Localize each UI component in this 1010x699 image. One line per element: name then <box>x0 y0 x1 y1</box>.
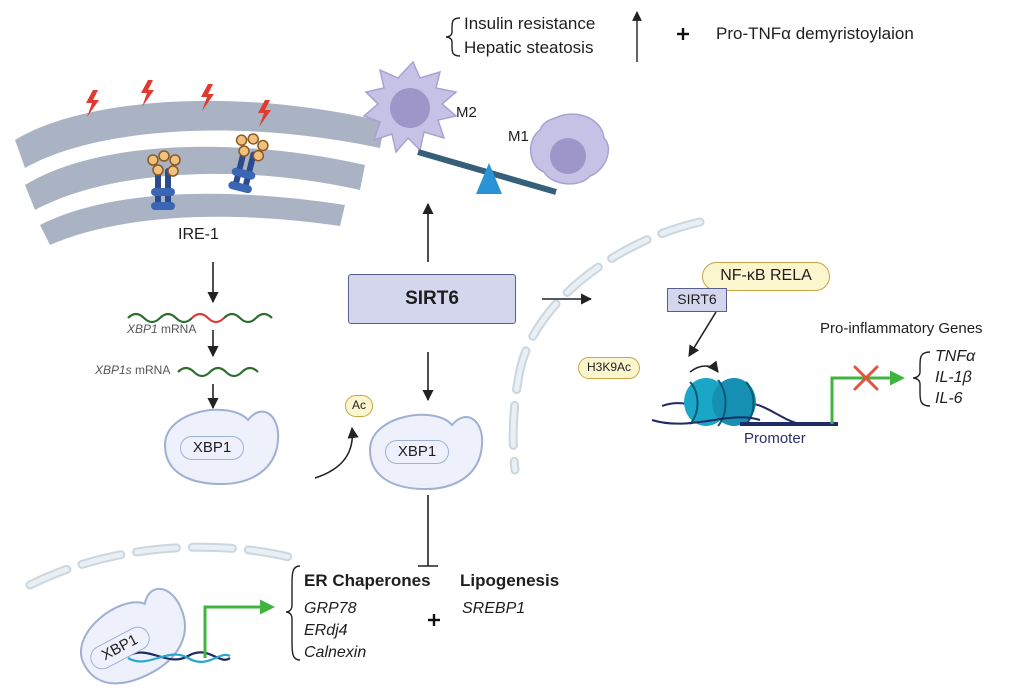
gene-tnfa: TNFα <box>935 348 976 365</box>
m2-label: M2 <box>456 104 477 121</box>
xbp1s-mrna-gene: XBP1s <box>95 363 132 377</box>
sirt6-small-box: SIRT6 <box>667 288 727 312</box>
bottom-gene-arrow <box>203 599 275 658</box>
acetyl-badge: Ac <box>345 395 373 417</box>
gene-arrow-blocked <box>830 370 905 424</box>
gene-srebp1: SREBP1 <box>462 600 526 617</box>
stress-lightning-icon <box>86 80 271 127</box>
ire1-receptor-icon <box>147 133 269 210</box>
xbp1-mrna-suffix: mRNA <box>157 322 197 336</box>
gene-grp78: GRP78 <box>304 600 357 617</box>
nfkb-rela-pill: NF-κB RELA <box>702 262 830 291</box>
inhibition-line <box>418 495 438 567</box>
promoter-label: Promoter <box>744 430 806 447</box>
genes-bracket <box>912 351 931 407</box>
plus-icon <box>677 28 689 40</box>
m1-label: M1 <box>508 128 529 145</box>
xbp1-protein-left: XBP1 <box>180 436 244 460</box>
ire1-label: IRE-1 <box>178 226 219 243</box>
chaperones-bracket <box>285 565 301 661</box>
sirt6-to-histone-arrow <box>688 311 717 357</box>
nucleus-envelope-right <box>508 217 705 475</box>
pro-inflammatory-genes-title: Pro-inflammatory Genes <box>820 320 983 337</box>
m1-macrophage-icon <box>530 113 610 185</box>
acetyl-removal-arrow <box>314 426 359 479</box>
xbp1-mrna-icon <box>127 312 273 324</box>
xbp1s-mrna-suffix: mRNA <box>131 363 171 377</box>
xbp1-protein-center: XBP1 <box>385 440 449 464</box>
gene-erdj4: ERdj4 <box>304 622 348 639</box>
xbp1s-mrna-icon <box>177 366 259 378</box>
m2-macrophage-icon <box>362 60 458 154</box>
xbp1-mrna-label: XBP1 mRNA <box>127 322 197 337</box>
xbp1s-mrna-label: XBP1s mRNA <box>95 363 171 378</box>
er-membrane <box>15 100 385 245</box>
bottom-dna-icon <box>127 651 231 663</box>
insulin-resistance-label: Insulin resistance <box>464 14 596 33</box>
xbp1-mrna-gene: XBP1 <box>127 322 158 336</box>
plus-icon-bottom <box>428 614 440 626</box>
gene-calnexin: Calnexin <box>304 644 367 661</box>
nucleosome-icon <box>651 360 801 427</box>
gene-il6: IL-6 <box>935 390 963 407</box>
seesaw-icon <box>417 149 557 195</box>
inhibition-x-icon <box>853 365 879 391</box>
lipogenesis-title: Lipogenesis <box>460 571 560 590</box>
gene-il1b: IL-1β <box>935 369 972 386</box>
h3k9ac-badge: H3K9Ac <box>578 357 640 379</box>
sirt6-box: SIRT6 <box>348 274 516 324</box>
pro-tnf-demyristoylation-label: Pro-TNFα demyristoylaion <box>716 24 914 43</box>
er-chaperones-title: ER Chaperones <box>304 571 431 590</box>
sirt6-arrows <box>422 202 593 402</box>
top-note-bracket <box>445 11 642 62</box>
nucleus-envelope-bottom <box>25 542 305 590</box>
hepatic-steatosis-label: Hepatic steatosis <box>464 38 594 57</box>
